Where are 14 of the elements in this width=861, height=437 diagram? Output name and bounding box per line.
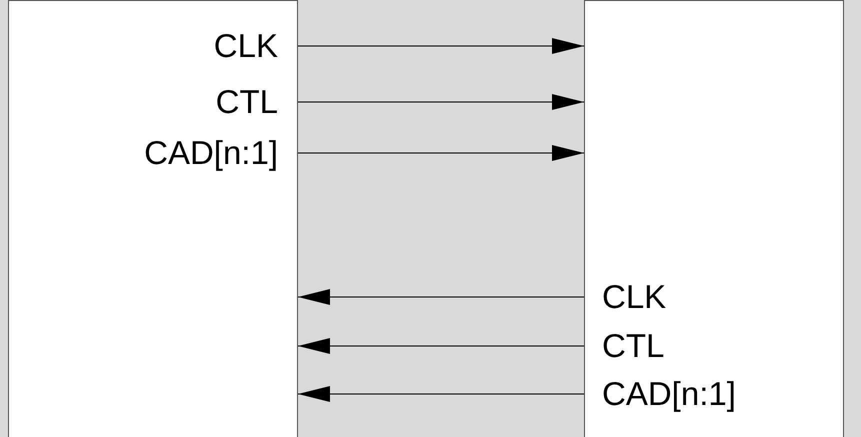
block-box (8, 0, 298, 437)
arrow (298, 338, 584, 354)
signal-label: CLK (98, 27, 298, 65)
signal-label: CTL (98, 83, 298, 121)
signal-label: CAD[n:1] (98, 134, 298, 172)
arrow (298, 145, 584, 161)
signal-label: CTL (584, 327, 784, 365)
signal-label: CAD[n:1] (584, 375, 784, 413)
arrow (298, 386, 584, 402)
arrow (298, 289, 584, 305)
arrow (298, 94, 584, 110)
arrow (298, 38, 584, 54)
signal-label: CLK (584, 278, 784, 316)
block-box (584, 0, 844, 437)
